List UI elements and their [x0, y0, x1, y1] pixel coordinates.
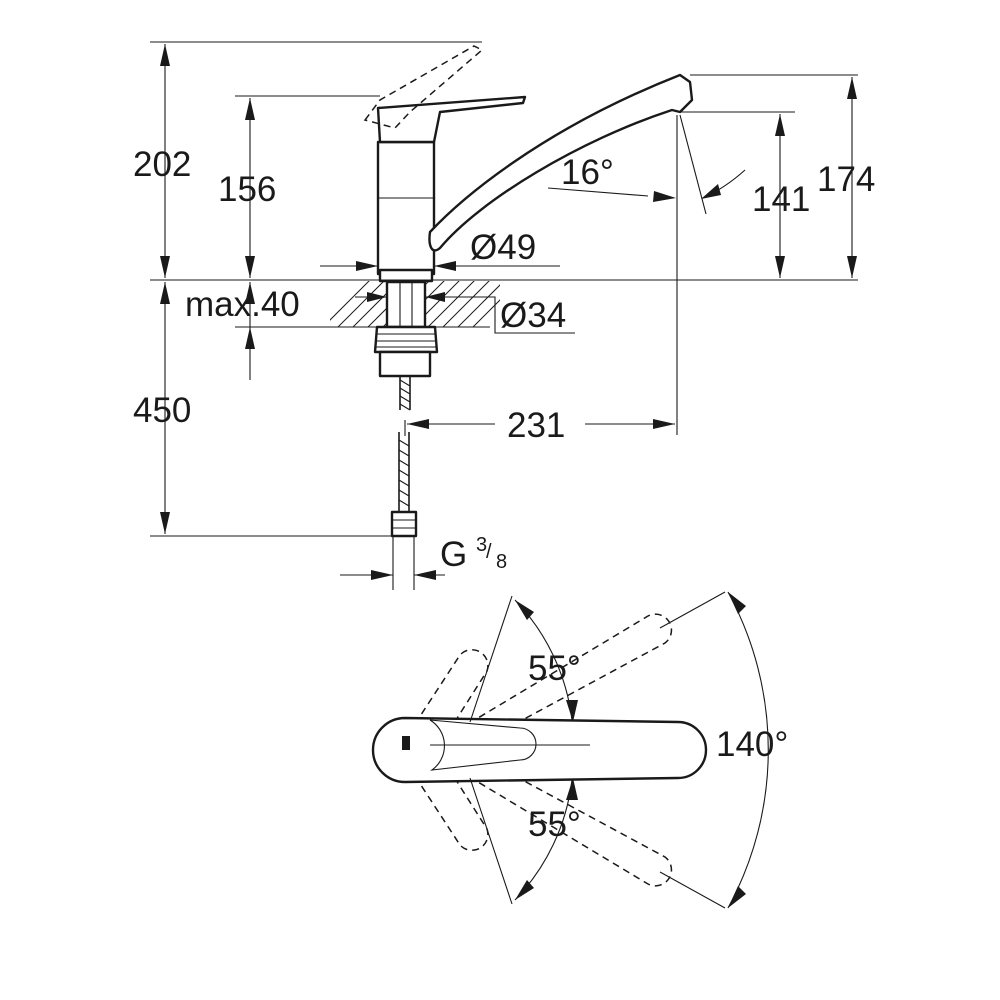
- dim-141-label: 141: [752, 180, 810, 219]
- angle-total-label: 140°: [716, 725, 788, 764]
- spout: [428, 73, 694, 252]
- faucet-base: [378, 268, 434, 283]
- handle-top-mark: [402, 736, 410, 750]
- dim-thread-main-label: G: [440, 535, 467, 574]
- dim-202-label: 202: [133, 145, 191, 184]
- lever-handle: [376, 95, 527, 144]
- dim-thread-denominator: 8: [496, 551, 507, 573]
- dim-max-40-label: max.40: [185, 285, 300, 324]
- dim-thread-numerator: 3: [476, 534, 487, 556]
- mounting-nut: [373, 325, 439, 354]
- mounting-shank: [385, 280, 427, 329]
- hose-fitting: [390, 510, 418, 538]
- dim-angle-16-label: 16°: [561, 153, 614, 192]
- dim-diameter-49-label: Ø49: [470, 228, 536, 267]
- faucet-body: [376, 140, 436, 276]
- handle-top-view: [371, 716, 708, 784]
- flexible-hose: [398, 376, 411, 512]
- dim-174-label: 174: [817, 160, 875, 199]
- angle-lower-label: 55°: [528, 805, 581, 844]
- dim-231-label: 231: [507, 406, 565, 445]
- mounting-washer: [378, 350, 432, 378]
- top-view: 55° 55° 140°: [371, 591, 788, 909]
- dim-diameter-34-label: Ø34: [500, 296, 566, 335]
- dim-156-label: 156: [218, 170, 276, 209]
- side-view: 202 156 174 141 16° Ø49 Ø34: [133, 41, 875, 590]
- thread-fraction-slash: /: [486, 541, 492, 563]
- dim-450-label: 450: [133, 391, 191, 430]
- lever-handle-raised: [363, 45, 484, 129]
- angle-upper-label: 55°: [528, 649, 581, 688]
